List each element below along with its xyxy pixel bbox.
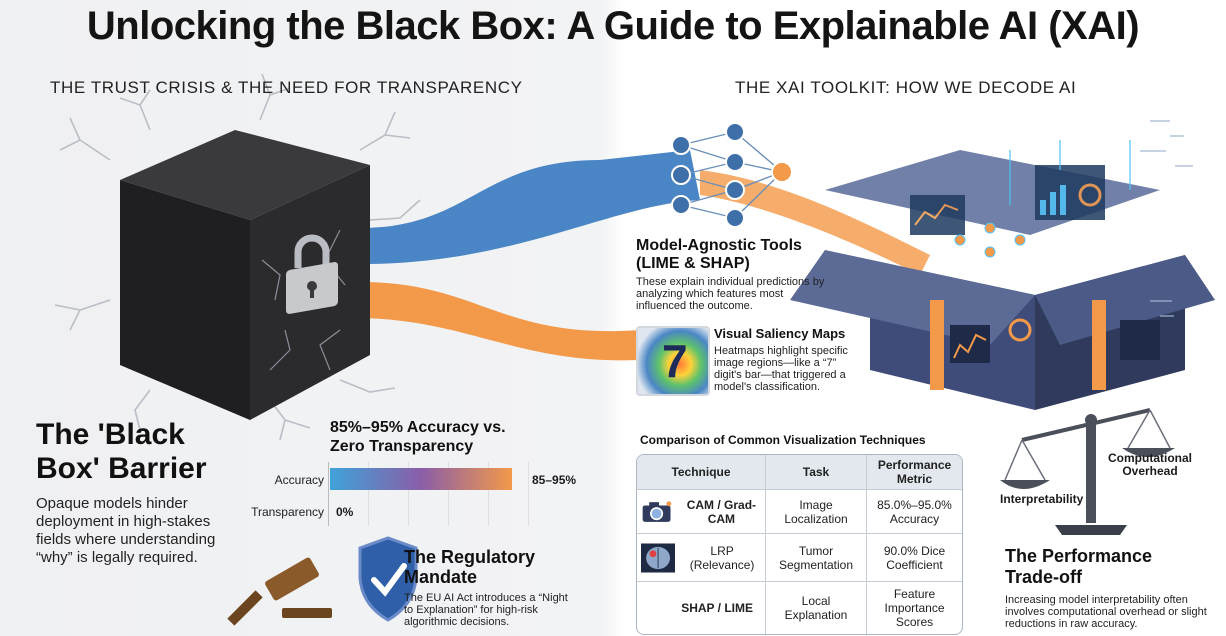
accuracy-bar	[330, 468, 512, 490]
accuracy-chart-heading: 85%–95% Accuracy vs. Zero Transparency	[330, 419, 506, 455]
gavel-icon	[227, 557, 332, 626]
task-cell: Tumor Segmentation	[766, 534, 867, 582]
transparency-bar-label: Transparency	[251, 505, 324, 519]
technique-cell: LRP (Relevance)	[637, 534, 766, 582]
model-agnostic-text: These explain individual predictions by …	[636, 276, 825, 312]
interpretability-label: Interpretability	[1000, 492, 1084, 506]
comparison-table: Technique Task Performance Metric CAM / …	[636, 454, 963, 635]
transparency-bar-value: 0%	[336, 505, 354, 519]
blue-data-stream	[360, 150, 700, 264]
overhead-label: Computational Overhead	[1108, 451, 1192, 478]
model-agnostic-heading: Model-Agnostic Tools (LIME & SHAP)	[636, 237, 802, 272]
metric-cell: Feature Importance Scores	[884, 587, 945, 629]
task-cell: Image Localization	[766, 490, 867, 534]
shield-check-icon	[358, 536, 418, 622]
saliency-heading: Visual Saliency Maps	[714, 326, 846, 341]
saliency-digit: 7	[662, 335, 688, 387]
col-header-task: Task	[766, 455, 867, 490]
right-section-title: THE XAI TOOLKIT: HOW WE DECODE AI	[735, 78, 1077, 97]
regulatory-heading: The Regulatory Mandate	[404, 547, 536, 587]
accuracy-bar-label: Accuracy	[274, 473, 324, 487]
technique-cell: SHAP / LIME	[637, 582, 766, 634]
col-header-technique: Technique	[637, 455, 766, 490]
left-section-title: THE TRUST CRISIS & THE NEED FOR TRANSPAR…	[50, 78, 523, 97]
black-box-cube	[120, 130, 370, 420]
black-box-heading: The 'Black Box' Barrier	[36, 418, 207, 485]
metric-cell: 85.0%–95.0% Accuracy	[867, 490, 962, 534]
technique-cell: CAM / Grad-CAM	[637, 490, 766, 534]
table-row: SHAP / LIME Local Explanation Feature Im…	[637, 582, 962, 634]
saliency-text: Heatmaps highlight specific image region…	[714, 345, 848, 393]
task-cell: Local Explanation	[766, 582, 867, 634]
accuracy-bar-value: 85–95%	[532, 473, 577, 487]
saliency-map-image: 7	[636, 326, 710, 396]
table-row: CAM / Grad-CAM Image Localization 85.0%–…	[637, 490, 962, 534]
brain-scan-icon	[641, 542, 676, 573]
comparison-title: Comparison of Common Visualization Techn…	[640, 433, 926, 447]
neural-network-icon	[671, 122, 793, 228]
metric-cell: 90.0% Dice Coefficient	[867, 534, 962, 582]
black-box-text: Opaque models hinder deployment in high-…	[36, 495, 216, 566]
page-title: Unlocking the Black Box: A Guide to Expl…	[86, 4, 1140, 48]
open-xai-box	[790, 140, 1215, 410]
technique-name: CAM / Grad-CAM	[686, 497, 757, 526]
orange-data-stream	[360, 282, 640, 361]
wall-cracks	[54, 73, 421, 441]
regulatory-text: The EU AI Act introduces a “Night to Exp…	[404, 592, 568, 628]
tradeoff-heading: The Performance Trade-off	[1005, 546, 1153, 587]
technique-name: LRP (Relevance)	[689, 543, 755, 572]
padlock-icon	[286, 234, 338, 314]
table-row: LRP (Relevance) Tumor Segmentation 90.0%…	[637, 534, 962, 582]
data-particles	[1140, 120, 1193, 317]
col-header-metric: Performance Metric	[867, 455, 962, 490]
balance-scale-icon	[1000, 408, 1175, 535]
camera-icon	[642, 500, 672, 522]
tradeoff-text: Increasing model interpretability often …	[1005, 594, 1207, 630]
